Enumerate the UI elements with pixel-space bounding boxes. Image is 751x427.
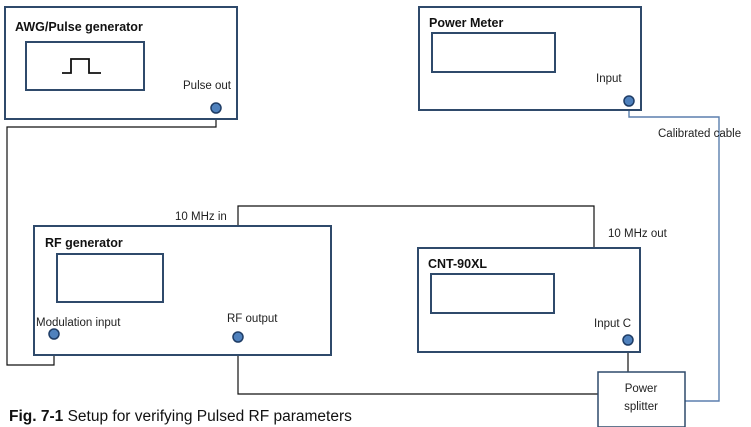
- power-splitter-housing: [597, 371, 686, 427]
- rf-output-label: RF output: [227, 313, 278, 325]
- rf-output-port[interactable]: [232, 331, 244, 343]
- power-meter-display: [431, 32, 556, 73]
- power-meter-title: Power Meter: [429, 16, 503, 30]
- rf-generator-title: RF generator: [45, 236, 123, 250]
- calibrated-cable: [628, 101, 720, 402]
- figure-caption: Fig. 7-1 Setup for verifying Pulsed RF p…: [9, 408, 352, 425]
- input-c-label: Input C: [594, 318, 631, 330]
- power-meter-port-label: Input: [596, 73, 622, 85]
- rf-generator-display: [56, 253, 164, 303]
- reference-cable: [237, 205, 595, 248]
- ref-in-label: 10 MHz in: [175, 211, 227, 223]
- splitter-label-line1: Power: [625, 383, 658, 395]
- ref-out-label: 10 MHz out: [608, 228, 668, 240]
- rf-generator-housing: [33, 225, 332, 356]
- counter-display: [430, 273, 555, 314]
- awg-title: AWG/Pulse generator: [15, 20, 143, 34]
- awg-pulse-generator: AWG/Pulse generator Pulse out: [4, 6, 238, 120]
- figure-number: Fig. 7-1: [9, 408, 64, 425]
- input-c-port[interactable]: [622, 334, 634, 346]
- pulse-out-port[interactable]: [210, 102, 222, 114]
- rf-generator: RF generator Modulation input RF output: [33, 225, 332, 356]
- power-meter: Power Meter Input: [418, 6, 642, 111]
- calibrated-cable-label: Calibrated cable: [658, 128, 741, 140]
- power-meter-input-port[interactable]: [623, 95, 635, 107]
- pulse-cable: [6, 108, 217, 366]
- counter-title: CNT-90XL: [428, 257, 487, 271]
- modulation-input-port[interactable]: [48, 328, 60, 340]
- awg-port-label: Pulse out: [183, 80, 232, 92]
- figure-caption-text: Setup for verifying Pulsed RF parameters: [63, 408, 352, 425]
- pulse-waveform-icon: [62, 58, 101, 74]
- power-splitter: Power splitter: [597, 371, 686, 427]
- awg-display: [25, 41, 145, 91]
- splitter-label-line2: splitter: [624, 401, 658, 413]
- cnt-90xl-counter: CNT-90XL Input C: [417, 247, 641, 353]
- modulation-input-label: Modulation input: [36, 317, 121, 329]
